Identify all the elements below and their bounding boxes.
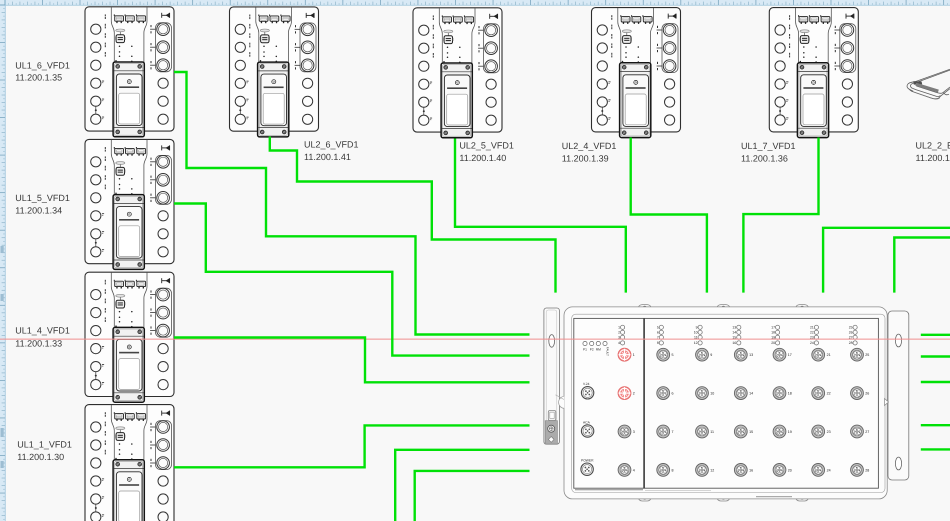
svg-text:17: 17 — [788, 353, 792, 357]
svg-text:11.200.1.41: 11.200.1.41 — [304, 152, 351, 162]
svg-text:FAULT: FAULT — [606, 347, 610, 356]
svg-text:11.200.1.42: 11.200.1.42 — [916, 153, 950, 163]
svg-text:28: 28 — [849, 341, 853, 345]
svg-text:14: 14 — [732, 331, 736, 335]
svg-text:10: 10 — [710, 392, 714, 396]
svg-text:8: 8 — [657, 341, 659, 345]
svg-text:11: 11 — [710, 430, 714, 434]
svg-text:1: 1 — [633, 353, 635, 357]
svg-text:2: 2 — [618, 331, 620, 335]
svg-text:26: 26 — [865, 392, 869, 396]
svg-text:18: 18 — [771, 331, 775, 335]
svg-text:6: 6 — [657, 331, 659, 335]
svg-text:10: 10 — [694, 331, 698, 335]
svg-text:UL2_2_ENG1: UL2_2_ENG1 — [916, 141, 950, 151]
svg-text:23: 23 — [827, 430, 831, 434]
svg-text:15: 15 — [732, 336, 736, 340]
svg-text:11.200.1.34: 11.200.1.34 — [15, 205, 62, 215]
svg-text:11.200.1.36: 11.200.1.36 — [741, 153, 788, 163]
svg-text:21: 21 — [827, 353, 831, 357]
svg-text:12: 12 — [710, 468, 714, 472]
svg-text:18: 18 — [788, 392, 792, 396]
svg-text:6: 6 — [672, 392, 674, 396]
svg-text:22: 22 — [810, 331, 814, 335]
svg-text:UL2_5_VFD1: UL2_5_VFD1 — [459, 140, 514, 150]
svg-text:21: 21 — [810, 326, 814, 330]
svg-text:UL2_4_VFD1: UL2_4_VFD1 — [562, 141, 617, 151]
svg-text:5: 5 — [672, 353, 674, 357]
svg-text:16: 16 — [732, 341, 736, 345]
svg-text:27: 27 — [865, 430, 869, 434]
svg-text:3: 3 — [618, 336, 620, 340]
svg-text:20: 20 — [771, 341, 775, 345]
svg-text:11: 11 — [694, 336, 698, 340]
svg-text:V.24: V.24 — [583, 382, 590, 386]
svg-text:UL1_7_VFD1: UL1_7_VFD1 — [741, 141, 796, 151]
svg-text:UL1_4_VFD1: UL1_4_VFD1 — [15, 326, 70, 336]
svg-text:15: 15 — [749, 430, 753, 434]
svg-text:2: 2 — [633, 392, 635, 396]
svg-text:14: 14 — [749, 392, 753, 396]
svg-text:19: 19 — [771, 336, 775, 340]
svg-text:P2: P2 — [590, 348, 594, 352]
svg-text:22: 22 — [827, 392, 831, 396]
svg-text:11.200.1.40: 11.200.1.40 — [459, 153, 506, 163]
svg-text:P1: P1 — [583, 348, 587, 352]
svg-text:28: 28 — [865, 468, 869, 472]
svg-text:11.200.1.33: 11.200.1.33 — [15, 338, 62, 348]
svg-text:13: 13 — [732, 326, 736, 330]
svg-text:7: 7 — [672, 430, 674, 434]
svg-text:13: 13 — [749, 353, 753, 357]
svg-text:25: 25 — [865, 353, 869, 357]
svg-text:11.200.1.30: 11.200.1.30 — [17, 452, 64, 462]
svg-text:ACA: ACA — [583, 420, 591, 424]
svg-text:24: 24 — [810, 341, 814, 345]
svg-text:RM: RM — [596, 348, 601, 352]
svg-text:POWER: POWER — [581, 459, 594, 463]
svg-text:27: 27 — [849, 336, 853, 340]
svg-text:20: 20 — [788, 468, 792, 472]
svg-text:17: 17 — [771, 326, 775, 330]
svg-text:UL1_1_VFD1: UL1_1_VFD1 — [17, 440, 72, 450]
svg-text:UL1_5_VFD1: UL1_5_VFD1 — [15, 193, 70, 203]
svg-text:4: 4 — [618, 341, 620, 345]
svg-text:19: 19 — [788, 430, 792, 434]
svg-text:12: 12 — [694, 341, 698, 345]
svg-text:16: 16 — [749, 468, 753, 472]
svg-text:3: 3 — [633, 430, 635, 434]
svg-text:1: 1 — [618, 326, 620, 330]
svg-text:UL1_6_VFD1: UL1_6_VFD1 — [15, 61, 70, 71]
svg-text:9: 9 — [696, 326, 698, 330]
svg-text:23: 23 — [810, 336, 814, 340]
svg-text:9: 9 — [710, 353, 712, 357]
svg-text:5: 5 — [657, 326, 659, 330]
svg-text:25: 25 — [849, 326, 853, 330]
svg-text:11.200.1.35: 11.200.1.35 — [15, 72, 62, 82]
svg-text:7: 7 — [657, 336, 659, 340]
svg-text:UL2_6_VFD1: UL2_6_VFD1 — [304, 139, 359, 149]
svg-text:26: 26 — [849, 331, 853, 335]
svg-text:24: 24 — [827, 468, 831, 472]
svg-text:11.200.1.39: 11.200.1.39 — [562, 153, 609, 163]
svg-text:4: 4 — [633, 468, 635, 472]
svg-text:8: 8 — [672, 468, 674, 472]
